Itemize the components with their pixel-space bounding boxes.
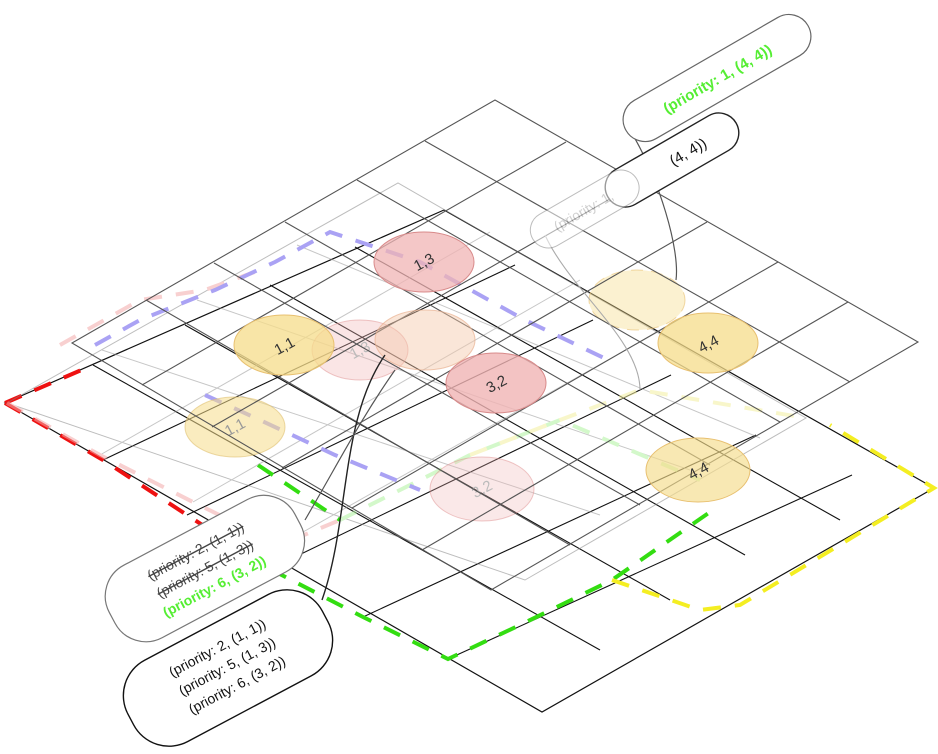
front-cell-4-4	[657, 312, 759, 374]
callout-middle: (priority: 2, (1, 1)) (priority: 5, (1, …	[104, 494, 306, 643]
connector-middle-callout	[304, 369, 396, 521]
bottom-board	[3, 209, 938, 713]
bottom-board-green-short	[256, 463, 342, 522]
middle-board-outline	[5, 182, 808, 581]
callout-faint: (priority: 1,	[529, 169, 640, 249]
bottom-board-green-edge	[269, 510, 712, 662]
middle-cell-1-1	[184, 396, 286, 458]
connector-bottom-callout	[321, 354, 386, 601]
bottom-board-yellow-edge	[611, 423, 938, 613]
callout-bottom-bubble	[122, 589, 334, 747]
connector-green-callout	[629, 129, 678, 281]
front-board-outline	[70, 99, 920, 591]
middle-board-lavender-path	[94, 229, 609, 362]
callout-top-green-bubble	[622, 13, 812, 143]
bottom-board-red-edge-upper	[4, 363, 94, 405]
middle-cell-3-2	[429, 456, 535, 522]
connector-faint-callout	[544, 234, 641, 391]
middle-board-pink-edge-2	[59, 268, 261, 347]
front-cell-blank	[374, 309, 476, 371]
callout-faint-bubble	[529, 169, 640, 249]
middle-board-cells: 1,1 1,3 3,2	[184, 269, 686, 522]
middle-cell-4-4	[588, 269, 686, 331]
front-cell-1-1	[233, 314, 335, 376]
front-board-cells: 1,1 1,3 3,2 4,4	[233, 231, 759, 414]
middle-cell-4-4-lower	[645, 437, 751, 503]
middle-board-lavender-path-2	[204, 393, 421, 492]
callout-middle-bubble	[104, 494, 306, 643]
front-board	[70, 99, 920, 591]
front-cell-1-3	[373, 231, 475, 293]
front-cell-3-2	[445, 352, 547, 414]
middle-board-light-yellow-edge	[469, 387, 807, 457]
